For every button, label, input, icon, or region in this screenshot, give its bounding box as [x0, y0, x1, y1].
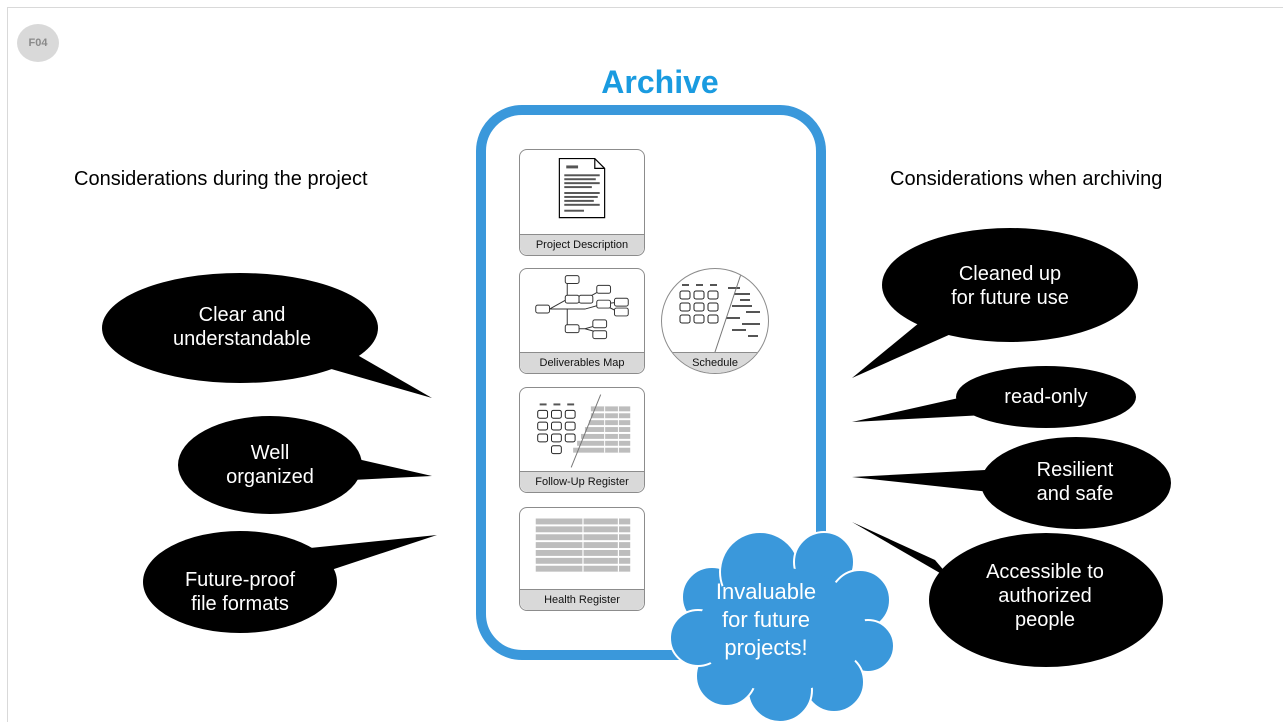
page-title: Archive — [601, 64, 719, 100]
left-heading: Considerations during the project — [74, 168, 368, 190]
register-icon — [537, 394, 631, 468]
bubble-accessible — [852, 522, 1163, 667]
bubble-cleaned-up — [852, 228, 1138, 378]
archive-box — [476, 105, 826, 660]
doc-card-schedule: Schedule — [661, 268, 769, 374]
bubble-clear-understandable — [102, 273, 432, 398]
bubble-future-proof — [143, 531, 437, 633]
doc-card-follow-up-register: Follow-Up Register — [519, 387, 645, 493]
label-schedule: Schedule — [662, 352, 768, 373]
doc-card-project-description: Project Description — [519, 149, 645, 256]
label-project-description: Project Description — [520, 234, 644, 255]
label-deliverables-map: Deliverables Map — [520, 352, 644, 373]
bubble-text-read-only: read-only — [1004, 386, 1088, 408]
schedule-icon — [679, 270, 760, 356]
table-icon — [535, 518, 631, 572]
bubble-resilient — [852, 437, 1171, 529]
doc-card-health-register: Health Register — [519, 507, 645, 611]
right-heading: Considerations when archiving — [890, 168, 1163, 190]
bubble-read-only — [852, 366, 1136, 428]
mind-map-icon — [535, 275, 629, 340]
document-icon — [558, 157, 606, 219]
slide-frame — [7, 7, 1283, 722]
bubble-well-organized — [178, 416, 432, 514]
doc-card-deliverables-map: Deliverables Map — [519, 268, 645, 374]
page-badge: F04 — [17, 24, 59, 62]
label-follow-up-register: Follow-Up Register — [520, 471, 644, 492]
label-health-register: Health Register — [520, 589, 644, 610]
